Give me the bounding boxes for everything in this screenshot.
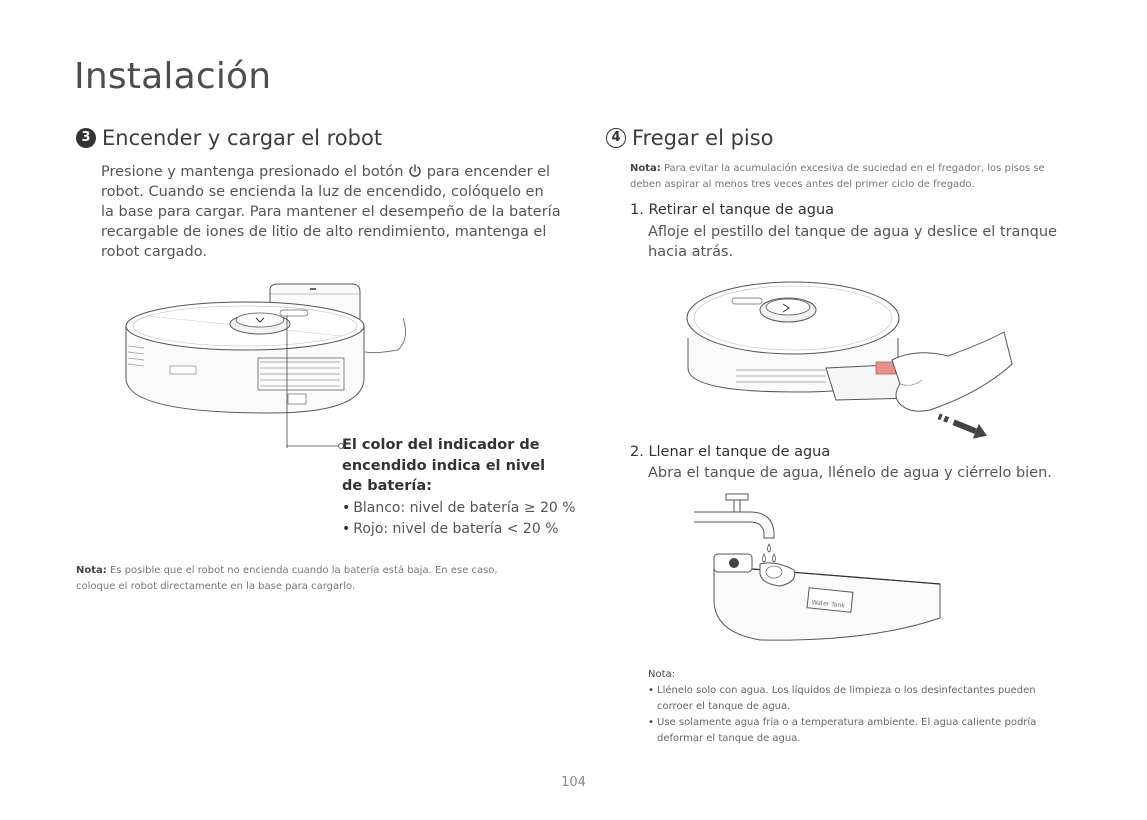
- section-3-note: Nota: Es posible que el robot no enciend…: [76, 565, 498, 592]
- section-3-body: Presione y mantenga presionado el botón …: [101, 162, 571, 262]
- fill-tank-illustration: Water Tank: [694, 493, 941, 641]
- list-item: •Blanco: nivel de batería ≥ 20 %: [342, 500, 576, 516]
- list-item: • Use solamente agua fría o a temperatur…: [648, 717, 1037, 744]
- page-number: 104: [561, 775, 586, 790]
- section-4-note-2: Nota: • Llénelo solo con agua. Los líqui…: [648, 667, 1048, 747]
- step-2-text: Abra el tanque de agua, llénelo de agua …: [648, 465, 1052, 481]
- section-4-note: Nota: Para evitar la acumulación excesiv…: [630, 163, 1045, 190]
- battery-color-list: •Blanco: nivel de batería ≥ 20 % •Rojo: …: [342, 498, 576, 539]
- list-item: • Llénelo solo con agua. Los líquidos de…: [648, 685, 1036, 712]
- step-1-title: 1. Retirar el tanque de agua: [630, 202, 835, 218]
- power-icon: [409, 164, 421, 177]
- section-4-title: Fregar el piso: [632, 126, 774, 150]
- battery-indicator-callout: El color del indicador de encendido indi…: [342, 437, 546, 494]
- section-4-heading: 4 Fregar el piso: [606, 126, 774, 150]
- step-1-text: Afloje el pestillo del tanque de agua y …: [648, 224, 1057, 260]
- robot-charging-illustration: [125, 283, 407, 448]
- remove-tank-illustration: [686, 281, 1013, 439]
- step-3-badge: 3: [76, 128, 96, 148]
- callout-leader: [287, 443, 344, 449]
- page-title: Instalación: [74, 56, 272, 97]
- section-3-body-line-2: robot. Cuando se encienda la luz de ence…: [101, 184, 544, 200]
- section-3-body-line-1: Presione y mantenga presionado el botón …: [101, 164, 551, 180]
- section-3-body-line-4: recargable de iones de litio de alto ren…: [101, 224, 547, 240]
- step-4-badge: 4: [606, 128, 626, 148]
- section-3-title: Encender y cargar el robot: [102, 126, 383, 150]
- section-3-body-line-5: robot cargado.: [101, 244, 207, 260]
- step-2-title: 2. Llenar el tanque de agua: [630, 444, 831, 460]
- section-3-heading: 3 Encender y cargar el robot: [76, 126, 382, 150]
- section-3-body-line-3: la base para cargar. Para mantener el de…: [101, 204, 561, 220]
- list-item: •Rojo: nivel de batería < 20 %: [342, 520, 559, 537]
- tank-label: Water Tank: [811, 599, 845, 609]
